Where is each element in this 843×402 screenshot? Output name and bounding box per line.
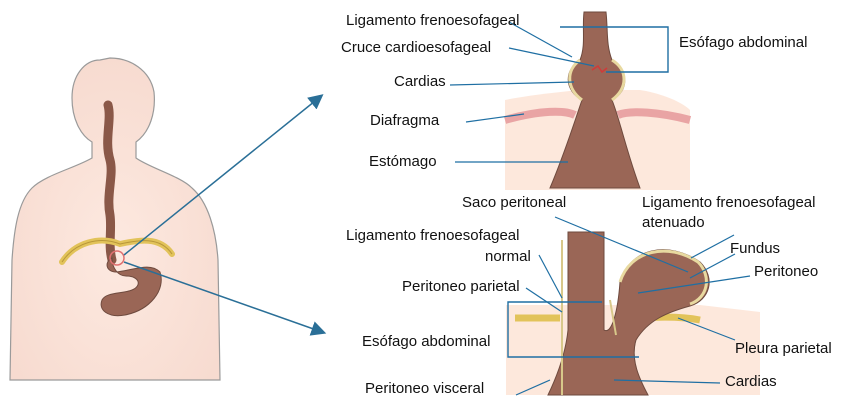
top-panel-art <box>505 12 690 190</box>
label-estomago: Estómago <box>369 153 437 170</box>
label-cruce-cardioesofageal: Cruce cardioesofageal <box>341 39 491 56</box>
label-pleura-parietal: Pleura parietal <box>735 340 832 357</box>
label-lig-atenuado-line2: atenuado <box>642 214 705 231</box>
label-saco-peritoneal: Saco peritoneal <box>462 194 566 211</box>
label-peritoneo-parietal: Peritoneo parietal <box>402 278 520 295</box>
label-diafragma: Diafragma <box>370 112 439 129</box>
label-ligamento-frenoesofageal: Ligamento frenoesofageal <box>346 12 519 29</box>
label-peritoneo: Peritoneo <box>754 263 818 280</box>
label-lig-normal-line1: Ligamento frenoesofageal <box>346 227 519 244</box>
esophagus-shape <box>108 105 112 260</box>
label-fundus: Fundus <box>730 240 780 257</box>
label-peritoneo-visceral: Peritoneo visceral <box>365 380 484 397</box>
label-lig-normal-line2: normal <box>485 248 531 265</box>
label-esofago-abdominal-top: Esófago abdominal <box>679 34 807 51</box>
torso-silhouette <box>10 58 220 380</box>
label-esofago-abdominal-bottom: Esófago abdominal <box>362 333 490 350</box>
torso-figure <box>10 58 220 380</box>
label-cardias-bottom: Cardias <box>725 373 777 390</box>
label-lig-atenuado-line1: Ligamento frenoesofageal <box>642 194 815 211</box>
bottom-panel-art <box>506 232 760 395</box>
label-cardias-top: Cardias <box>394 73 446 90</box>
